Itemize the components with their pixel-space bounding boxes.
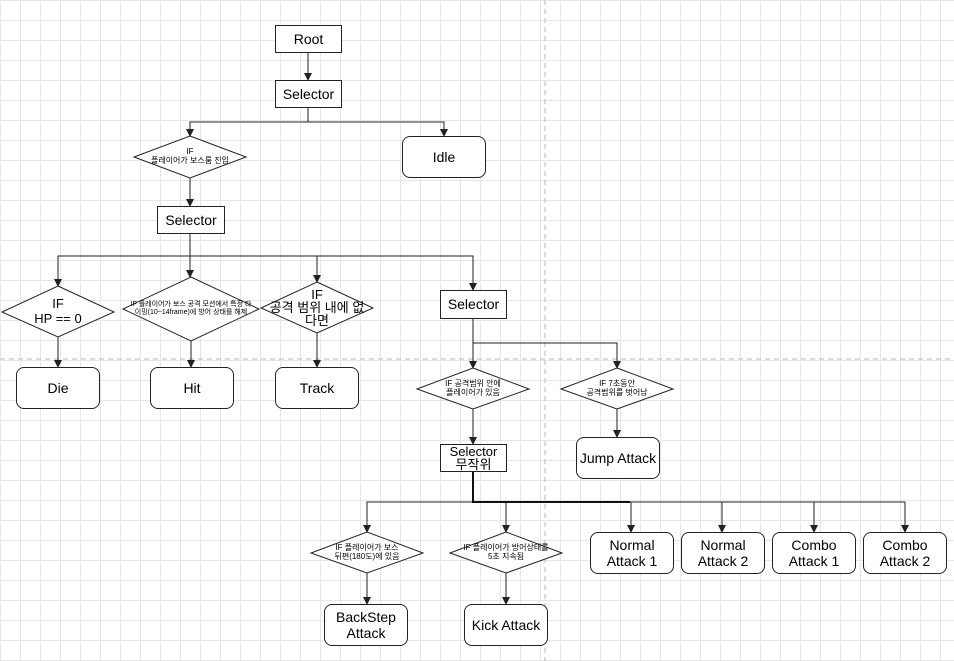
hit-node[interactable]: Hit xyxy=(150,367,234,409)
decision-backstep-diamond xyxy=(309,531,425,574)
decision-hit-diamond xyxy=(121,276,261,342)
combo-attack-2-text-line-1: Combo xyxy=(882,536,928,553)
edge-random-bus-bold xyxy=(472,472,630,503)
track-text-line-1: Track xyxy=(299,379,335,396)
selector-3-node[interactable]: Selector xyxy=(440,290,507,319)
decision-hp-zero-diamond xyxy=(0,285,116,338)
selector-top-text-line-1: Selector xyxy=(282,85,335,102)
selector-random-text-line-2: 무작위 xyxy=(455,457,492,472)
edge-selector2-selector3 xyxy=(189,234,477,291)
die-text-line-1: Die xyxy=(47,379,69,396)
edge-selector3-if7sec xyxy=(472,319,621,369)
decision-out-of-range-diamond xyxy=(259,281,375,334)
combo-attack-1-text-line-1: Combo xyxy=(791,536,837,553)
decision-7sec-diamond xyxy=(559,367,675,410)
selector-top-node[interactable]: Selector xyxy=(275,80,342,108)
edge-selector-idle xyxy=(307,108,448,137)
normal-attack-1-text-line-1: Normal xyxy=(609,536,655,553)
jump-attack-node[interactable]: Jump Attack xyxy=(576,437,660,479)
edge-random-ifbackstep xyxy=(363,472,474,533)
root-text-line-1: Root xyxy=(293,30,324,47)
kick-attack-text-line-1: Kick Attack xyxy=(471,616,541,633)
selector-3-text-line-1: Selector xyxy=(447,296,500,313)
decision-kick-diamond xyxy=(448,531,564,574)
idle-node[interactable]: Idle xyxy=(402,136,486,178)
decision-player-enter-diamond xyxy=(132,135,248,179)
track-node[interactable]: Track xyxy=(275,367,359,409)
decision-in-range-diamond xyxy=(415,367,531,410)
edge-selector-ifenter xyxy=(186,108,309,137)
selector-2-node[interactable]: Selector xyxy=(157,206,225,234)
edge-selector2-ifhp xyxy=(54,234,191,287)
selector-random-text-line-1: Selector xyxy=(449,444,498,459)
backstep-attack-text-line-2: Attack xyxy=(346,625,386,641)
backstep-attack-text-line-1: BackStep xyxy=(336,608,396,625)
combo-attack-2-text-line-2: Attack 2 xyxy=(879,553,931,569)
root-node[interactable]: Root xyxy=(275,25,342,53)
edge-selector2-ifrange xyxy=(189,234,321,283)
hit-text-line-1: Hit xyxy=(183,379,201,396)
normal-attack-2-text-line-2: Attack 2 xyxy=(697,553,749,569)
selector-2-text-line-1: Selector xyxy=(165,211,217,228)
kick-attack-node[interactable]: Kick Attack xyxy=(464,604,548,646)
idle-text-line-1: Idle xyxy=(432,148,456,165)
normal-attack-1-text-line-2: Attack 1 xyxy=(606,553,658,569)
die-node[interactable]: Die xyxy=(16,367,100,409)
combo-attack-1-text-line-2: Attack 1 xyxy=(788,553,840,569)
normal-attack-2-text-line-1: Normal xyxy=(700,536,746,553)
jump-attack-text-line-1: Jump Attack xyxy=(579,449,657,466)
